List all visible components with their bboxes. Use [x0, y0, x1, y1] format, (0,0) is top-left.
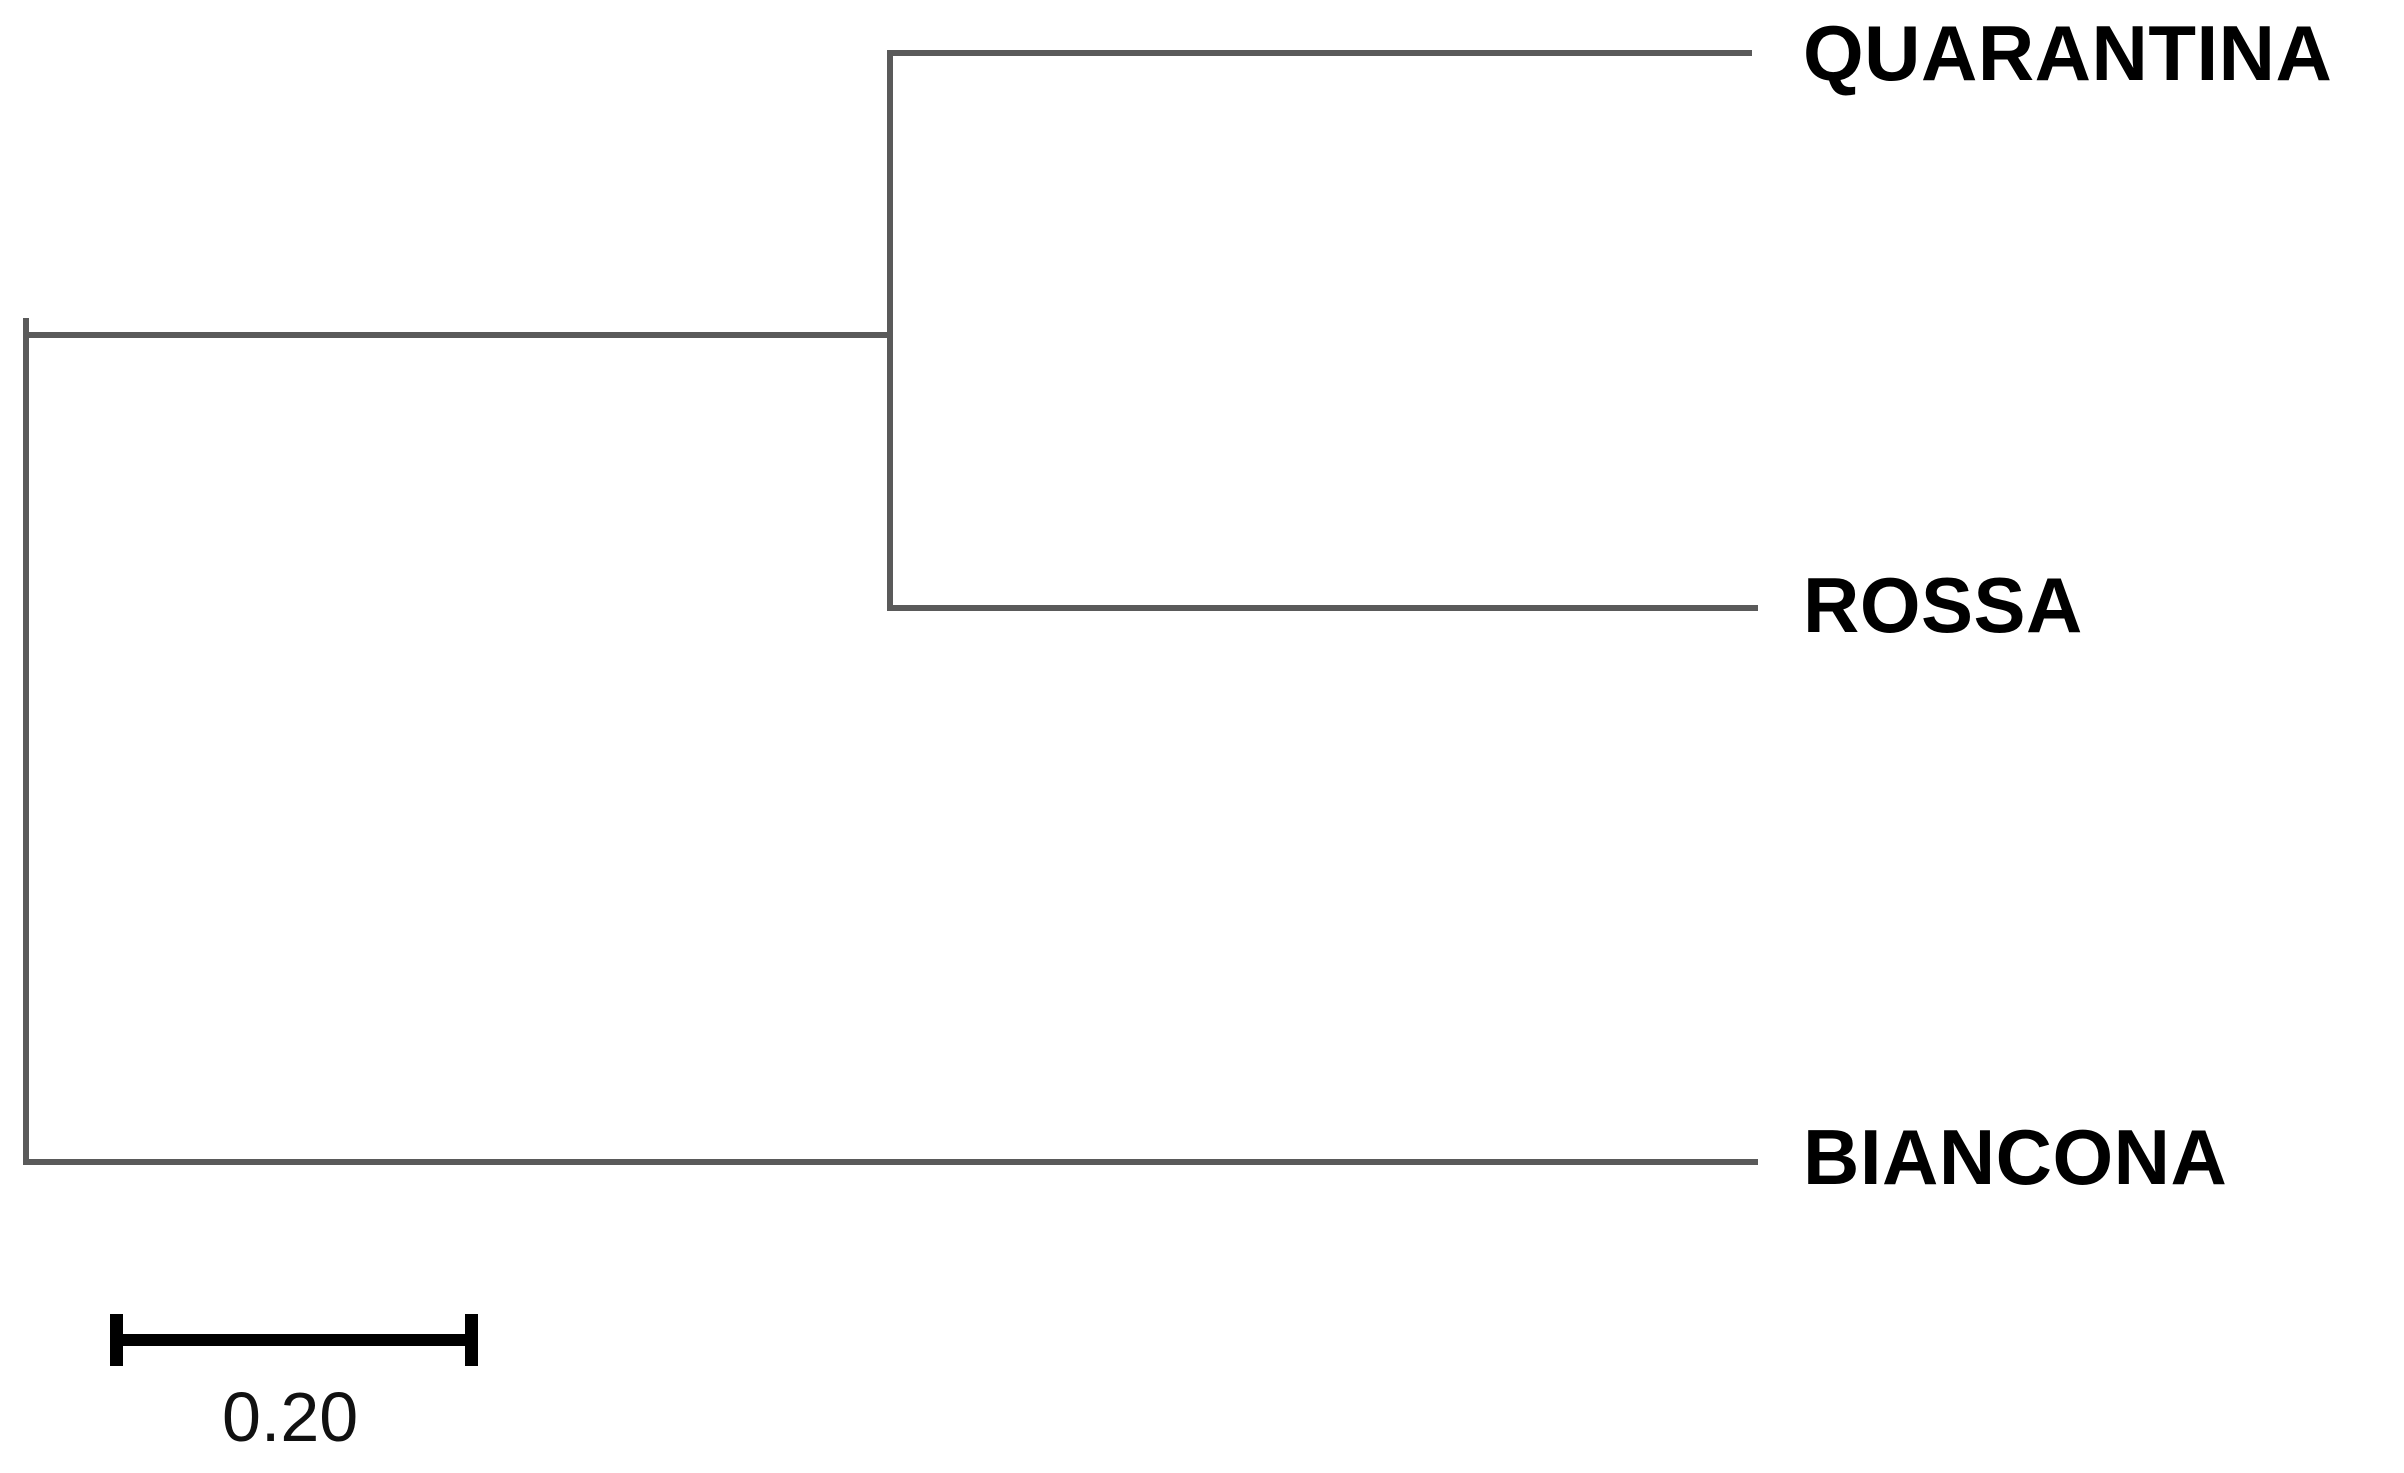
taxon-label-biancona: BIANCONA	[1803, 1113, 2228, 1201]
taxon-label-rossa: ROSSA	[1803, 561, 2083, 649]
scale-bar-right-cap	[465, 1314, 478, 1366]
scale-bar-left-cap	[110, 1314, 123, 1366]
taxon-label-quarantina: QUARANTINA	[1803, 9, 2333, 97]
scale-bar-label: 0.20	[222, 1378, 359, 1456]
scale-bar-line	[110, 1334, 478, 1346]
